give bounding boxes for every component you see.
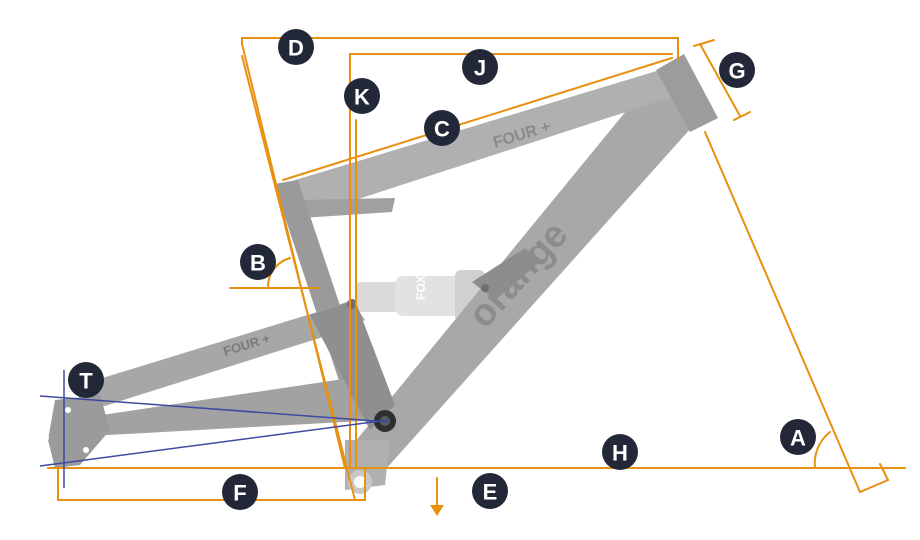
rear-shock: FOX	[355, 270, 485, 322]
dimension-f	[57, 467, 366, 501]
bike-frame: FOX FOUR + FOUR + or	[43, 54, 718, 494]
badge-f: F	[222, 474, 258, 510]
badge-g: G	[719, 52, 755, 88]
svg-text:G: G	[728, 59, 745, 84]
shock-mount	[472, 248, 540, 300]
dimension-lines	[47, 37, 906, 506]
svg-text:B: B	[250, 251, 266, 276]
dimension-d	[241, 37, 679, 61]
dimension-badges: D J K C G B T A	[68, 29, 816, 510]
svg-text:C: C	[434, 117, 450, 142]
brace-tube	[300, 198, 395, 218]
svg-text:D: D	[288, 36, 304, 61]
badge-b: B	[240, 244, 276, 280]
badge-d: D	[278, 29, 314, 65]
badge-h: H	[602, 434, 638, 470]
badge-a: A	[780, 419, 816, 455]
svg-text:J: J	[474, 56, 486, 81]
bb-drop-arrowhead	[430, 505, 444, 516]
rear-dropout	[48, 395, 110, 468]
badge-j: J	[462, 49, 498, 85]
pivot-link	[310, 300, 395, 430]
top-tube	[282, 70, 675, 218]
svg-text:T: T	[79, 369, 93, 394]
badge-k: K	[344, 78, 380, 114]
dimension-g	[699, 43, 741, 117]
head-angle-arc	[813, 431, 831, 469]
head-tube-axis	[704, 131, 861, 493]
dimension-c	[282, 57, 673, 181]
badge-c: C	[424, 110, 460, 146]
svg-text:K: K	[354, 85, 370, 110]
seat-stay	[70, 300, 365, 410]
dimension-j	[349, 53, 673, 469]
svg-text:A: A	[790, 426, 806, 451]
badge-e: E	[472, 473, 508, 509]
svg-text:H: H	[612, 441, 628, 466]
axle-lines	[39, 370, 389, 488]
head-tube	[656, 54, 718, 132]
svg-text:E: E	[483, 480, 498, 505]
badge-t: T	[68, 362, 104, 398]
shock-brand-label: FOX	[414, 275, 428, 300]
svg-text:F: F	[233, 481, 246, 506]
chain-stay	[82, 378, 385, 436]
